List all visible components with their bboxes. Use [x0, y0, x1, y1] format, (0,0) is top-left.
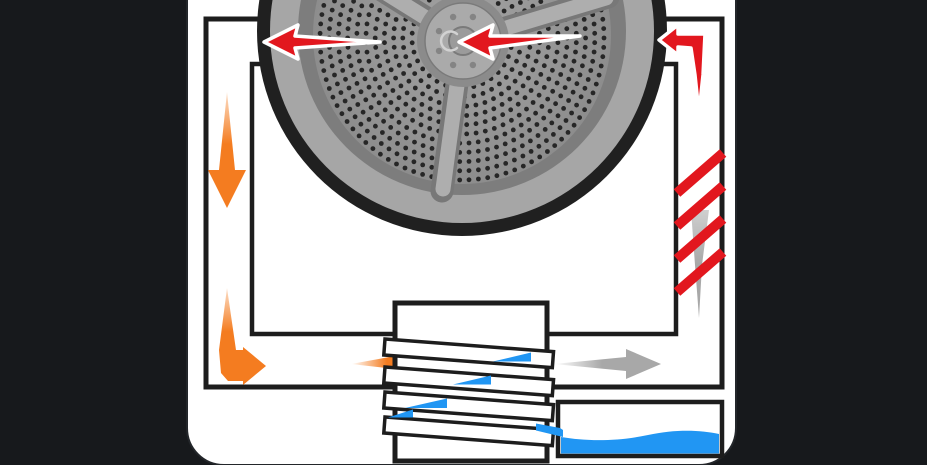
heater-coil-stripe: [673, 149, 727, 197]
heater-coil-stripe: [673, 215, 727, 263]
condensate-droplet: [388, 409, 413, 418]
hot-air-arrow-left: [262, 23, 382, 61]
warm-air-down-arrow: [208, 92, 246, 208]
warm-air-corner-arrow: [219, 288, 266, 385]
heater-coil-stripe: [673, 248, 727, 296]
condenser: [381, 300, 556, 464]
water-runoff: [536, 423, 563, 437]
cool-air-exit-arrow: [554, 349, 661, 379]
drum-shaft-highlight: [439, 30, 459, 52]
condenser-plate: [381, 390, 556, 423]
hot-air-bent-arrow: [657, 23, 707, 115]
condensate-droplet: [493, 352, 531, 362]
tank-water: [561, 430, 719, 454]
heater-element: [673, 149, 727, 296]
condensate-droplet: [405, 398, 447, 408]
heater-coil-stripe: [673, 182, 727, 230]
water-tank: [536, 399, 725, 459]
condenser-plate: [381, 415, 556, 448]
drum: [257, 0, 667, 236]
hot-air-arrows: [262, 23, 707, 115]
condensate-droplet: [453, 375, 491, 385]
hot-air-arrow-center: [457, 23, 582, 61]
